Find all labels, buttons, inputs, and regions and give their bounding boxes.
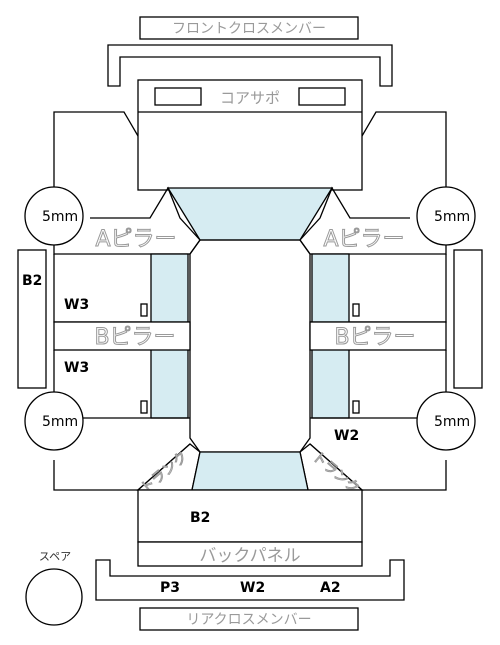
rear-left-tire-depth: 5mm (42, 414, 78, 430)
back-panel-label: バックパネル (199, 546, 300, 566)
left-front-fender (53, 111, 139, 198)
trunk-lid (137, 489, 363, 543)
right-front-fender (361, 111, 447, 198)
damage-code-w2-rear-right: W2 (334, 428, 359, 444)
right-b-pillar-label: Bピラー (334, 325, 415, 350)
rear-cross-member-label: リアクロスメンバー (186, 612, 311, 628)
damage-code-a2-rear: A2 (320, 580, 341, 596)
damage-code-p3-rear: P3 (160, 580, 180, 596)
rear-window-glass (191, 451, 309, 491)
rear-right-tire-depth: 5mm (434, 414, 470, 430)
core-support-label: コアサポ (220, 89, 280, 107)
rear-cross-member-box (139, 607, 359, 631)
right-headlight (298, 87, 346, 106)
left-a-pillar-label: Aピラー (95, 227, 176, 252)
damage-code-b2-left-side: B2 (22, 273, 42, 289)
damage-code-w3-rear-left: W3 (64, 360, 89, 376)
rear-left-tire: 5mm (24, 391, 84, 451)
front-cross-member-label: フロントクロスメンバー (172, 21, 326, 37)
left-headlight (154, 87, 202, 106)
right-a-pillar-panel (299, 186, 447, 255)
spare-label: スペア (39, 550, 71, 563)
front-left-tire: 5mm (24, 186, 84, 246)
rear-right-tire: 5mm (416, 391, 476, 451)
damage-code-w3-front-left: W3 (64, 297, 89, 313)
back-panel (137, 541, 363, 567)
left-side-skirt (17, 249, 47, 389)
right-a-pillar-label: Aピラー (323, 227, 404, 252)
left-rear-door-handle (140, 400, 148, 414)
rear-bumper (95, 559, 405, 601)
damage-code-b2-trunk: B2 (190, 510, 210, 526)
left-b-pillar-strip (53, 321, 191, 351)
right-rear-door-handle (352, 400, 360, 414)
left-front-door-handle (140, 303, 148, 317)
front-left-tire-depth: 5mm (42, 209, 78, 225)
left-b-pillar-label: Bピラー (94, 325, 175, 350)
front-bumper (107, 44, 393, 87)
damage-code-w2-rear: W2 (240, 580, 265, 596)
right-side-skirt (453, 249, 483, 389)
right-b-pillar-strip (309, 321, 447, 351)
spare-tire (25, 568, 83, 626)
right-front-door-handle (352, 303, 360, 317)
front-cross-member-box (139, 16, 359, 40)
front-right-tire: 5mm (416, 186, 476, 246)
left-a-pillar-panel (53, 186, 201, 255)
cabin-roof-outline (189, 239, 311, 453)
front-right-tire-depth: 5mm (434, 209, 470, 225)
